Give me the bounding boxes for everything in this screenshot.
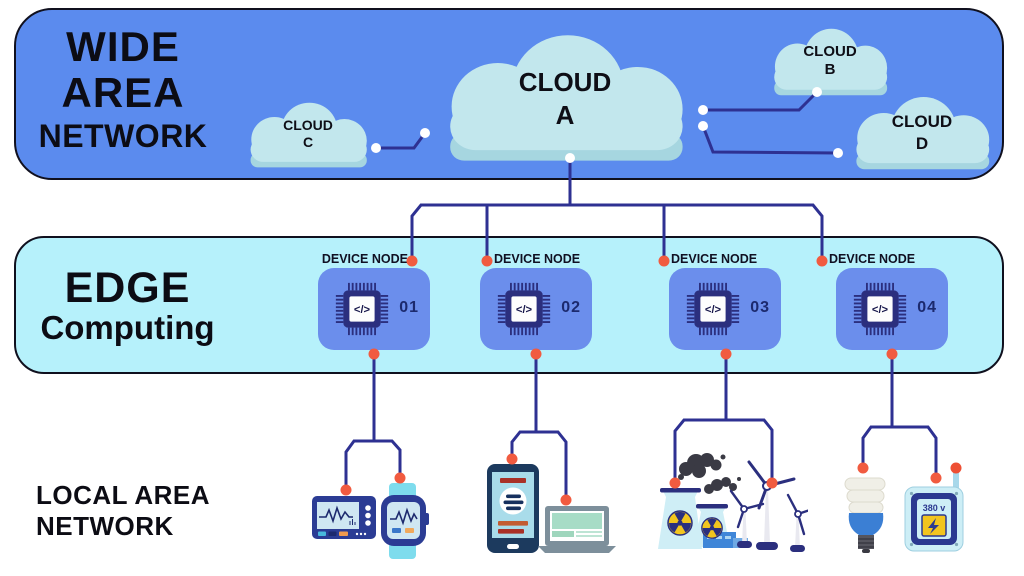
laptop-icon (538, 506, 616, 553)
wan-title: WIDE AREA NETWORK (28, 24, 218, 156)
device-node-3-label: DEVICE NODE (671, 252, 758, 266)
cloud-c-letter: C (302, 134, 314, 150)
cfl-bulb-icon (844, 477, 886, 553)
cloud-a-word: CLOUD (518, 67, 612, 97)
radiation-icon (667, 510, 693, 536)
device-node-1-label: DEVICE NODE (321, 252, 408, 266)
lan-title: LOCAL AREA NETWORK (36, 480, 256, 542)
code-glyph: </> (705, 304, 722, 316)
cloud-d-letter: D (915, 134, 929, 153)
edge-title-line1: EDGE (64, 264, 191, 312)
edge-title: EDGE Computing (20, 266, 235, 346)
cloud-b-word: CLOUD (803, 43, 857, 60)
fork-group1 (344, 354, 402, 490)
cloud-d-word: CLOUD (891, 112, 953, 131)
node-number: 03 (750, 299, 770, 316)
smartphone-icon (487, 464, 539, 553)
device-node-03: </> 03 (669, 268, 781, 350)
meter-voltage-label: 380 v (923, 503, 946, 513)
chip-icon: </> (686, 282, 740, 336)
cloud-a: CLOUD A (425, 30, 705, 162)
cloud-c: CLOUD C (238, 100, 378, 168)
device-node-2-label: DEVICE NODE (494, 252, 581, 266)
smoke (678, 453, 741, 494)
code-glyph: </> (354, 304, 371, 316)
lan-group-2 (487, 464, 616, 553)
lightning-bolt-icon (928, 518, 939, 534)
cloud-a-letter: A (555, 100, 575, 130)
lan-title-line2: NETWORK (36, 511, 174, 541)
cloud-c-word: CLOUD (283, 117, 333, 133)
cloud-d: CLOUD D (842, 94, 1002, 170)
wan-title-line3: NETWORK (38, 118, 208, 154)
cloud-b-letter: B (824, 61, 836, 78)
code-glyph: </> (872, 304, 889, 316)
chip-icon: </> (853, 282, 907, 336)
lan-title-line1: LOCAL AREA (36, 480, 210, 510)
smartwatch-icon (381, 483, 429, 559)
chip-icon: </> (497, 282, 551, 336)
antenna-knob (950, 462, 962, 474)
cloud-b: CLOUD B (762, 26, 898, 96)
lan-group-3 (658, 453, 808, 552)
device-node-02: </> 02 (480, 268, 592, 350)
ecg-monitor-icon (312, 496, 376, 539)
code-glyph: </> (516, 304, 533, 316)
node-number: 04 (917, 299, 937, 316)
device-node-04: </> 04 (836, 268, 948, 350)
device-node-4-label: DEVICE NODE (829, 252, 916, 266)
radiation-icon (701, 517, 723, 539)
nuclear-plant-icon (658, 453, 748, 549)
device-node-01: </> 01 (318, 268, 430, 350)
node-number: 01 (399, 299, 419, 316)
wan-title-line1: WIDE (66, 23, 180, 70)
edge-title-line2: Computing (40, 309, 215, 346)
wind-turbine-icon (729, 460, 808, 552)
lan-group-1 (312, 483, 429, 559)
wan-title-line2: AREA (61, 69, 185, 116)
chip-icon: </> (335, 282, 389, 336)
lan-group-4: 380 v (844, 462, 964, 553)
power-meter-icon: 380 v (904, 462, 964, 552)
node-number: 02 (561, 299, 581, 316)
